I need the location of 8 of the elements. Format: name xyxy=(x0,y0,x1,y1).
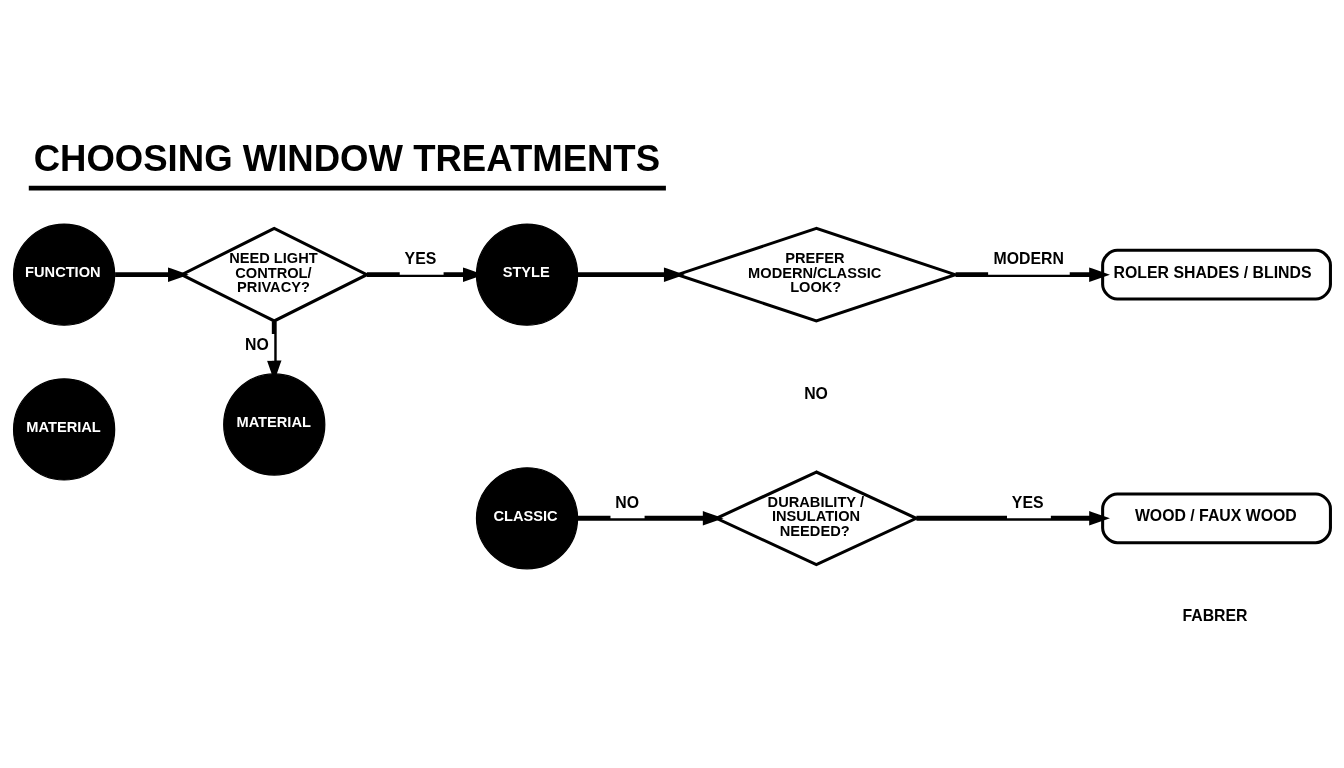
edge-label: YES xyxy=(404,250,437,268)
edge-label: NO xyxy=(615,493,640,511)
edge-label: MODERN xyxy=(993,250,1064,268)
label: NO xyxy=(804,385,828,403)
edge-label: YES xyxy=(1011,493,1044,511)
diagram-title: CHOOSING WINDOW TREATMENTS xyxy=(33,138,661,180)
label: FABRER xyxy=(1182,607,1248,625)
edge-label: NO xyxy=(245,336,269,354)
